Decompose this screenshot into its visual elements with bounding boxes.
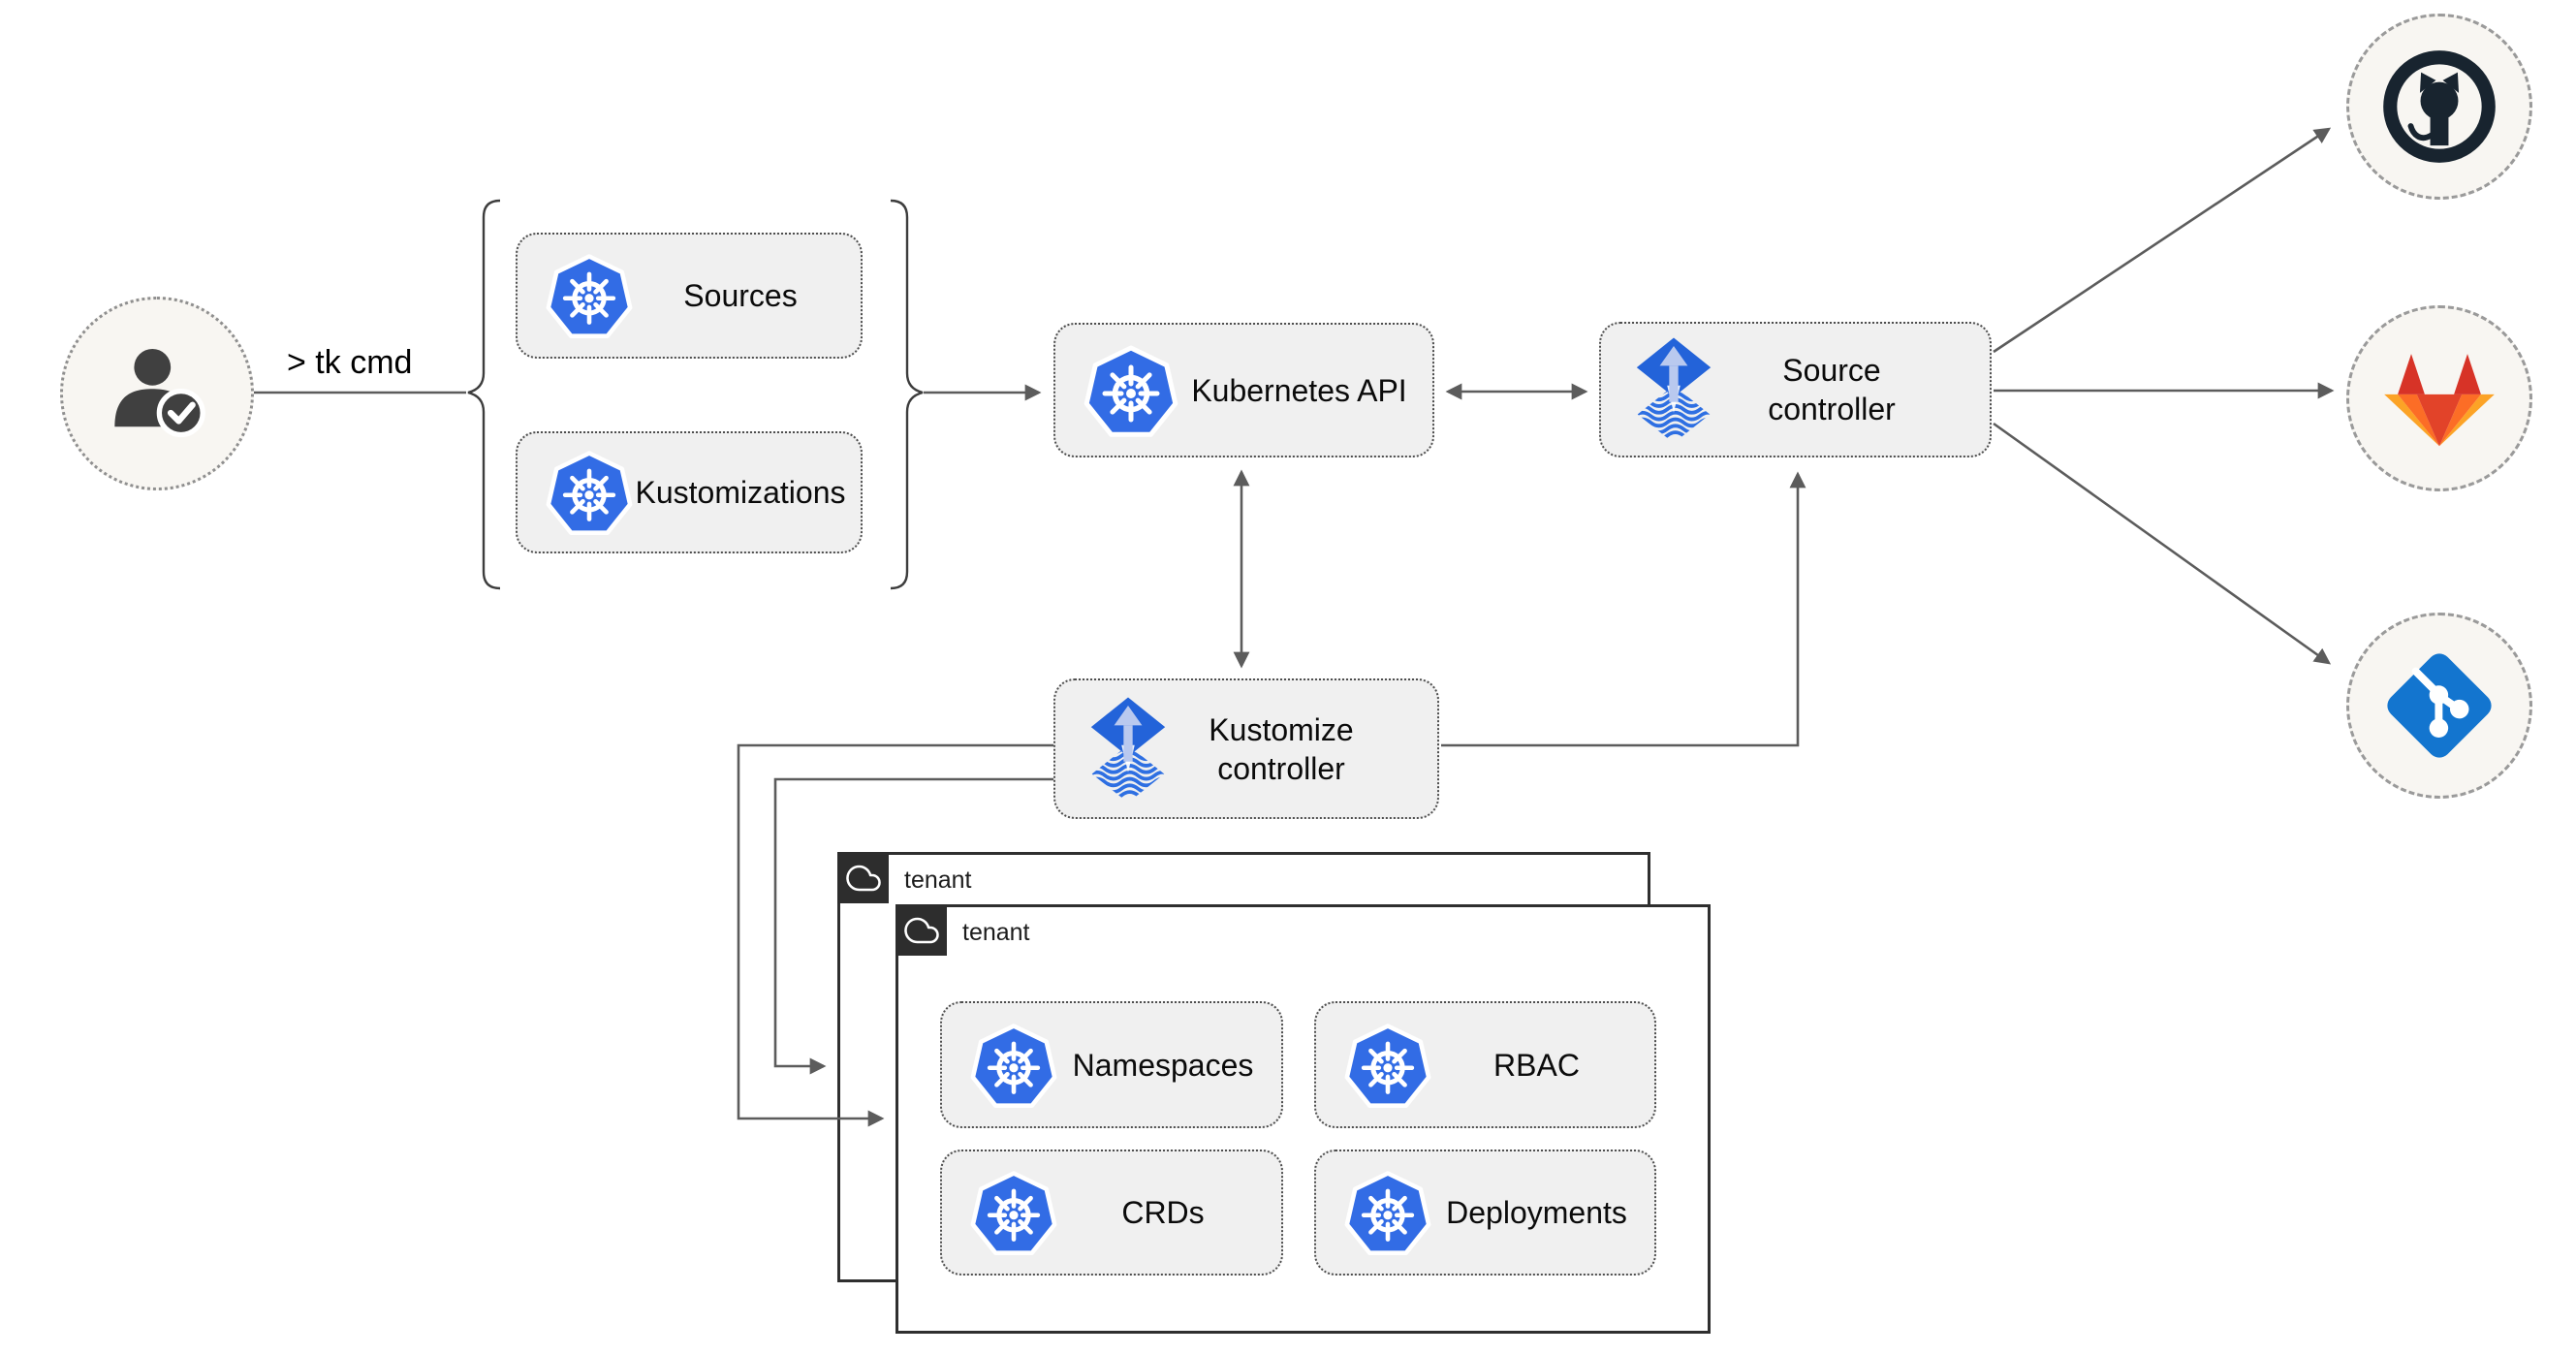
- user-actor-circle: [60, 297, 254, 490]
- tenant-label: tenant: [904, 867, 972, 894]
- kubernetes-icon: [545, 448, 634, 537]
- kubernetes-api-node: Kubernetes API: [1053, 323, 1434, 457]
- kubernetes-icon: [1343, 1021, 1432, 1110]
- namespaces-node: Namespaces: [940, 1001, 1283, 1128]
- tenant-badge: [895, 904, 947, 956]
- deployments-node: Deployments: [1314, 1150, 1656, 1276]
- kubernetes-icon: [545, 251, 634, 340]
- flux-icon: [1632, 335, 1715, 444]
- github-icon: [2382, 49, 2497, 164]
- user-check-icon: [100, 336, 214, 451]
- kustomize-controller-node: Kustomize controller: [1053, 678, 1439, 819]
- git-icon: [2380, 646, 2498, 765]
- kubernetes-icon: [1083, 342, 1179, 439]
- kubernetes-icon: [969, 1168, 1058, 1257]
- github-remote-circle: [2346, 14, 2532, 200]
- crds-label: CRDs: [1121, 1195, 1205, 1230]
- kubernetes-icon: [1343, 1168, 1432, 1257]
- rbac-node: RBAC: [1314, 1001, 1656, 1128]
- namespaces-label: Namespaces: [1072, 1047, 1254, 1083]
- crds-node: CRDs: [940, 1150, 1283, 1276]
- kustomizations-label: Kustomizations: [635, 475, 846, 510]
- kustomizations-node: Kustomizations: [516, 431, 863, 553]
- rbac-label: RBAC: [1493, 1047, 1580, 1083]
- source-controller-label: Source controller: [1768, 353, 1896, 426]
- sources-label: Sources: [683, 278, 798, 313]
- cloud-icon: [846, 861, 881, 896]
- edge-source-github: [1993, 127, 2332, 354]
- sources-node: Sources: [516, 233, 863, 359]
- edge-source-git: [1993, 422, 2332, 665]
- deployments-label: Deployments: [1446, 1195, 1627, 1230]
- kubernetes-icon: [969, 1021, 1058, 1110]
- cloud-icon: [904, 913, 939, 948]
- tenant-badge: [837, 852, 889, 903]
- git-remote-circle: [2346, 613, 2532, 799]
- source-controller-node: Source controller: [1599, 322, 1992, 457]
- kubernetes-api-label: Kubernetes API: [1191, 372, 1407, 408]
- tenant-box-front: tenant Namespaces RBAC CRDs Deployments: [895, 904, 1711, 1334]
- right-bracket: [890, 199, 924, 590]
- tenant-label: tenant: [962, 919, 1030, 946]
- gitlab-remote-circle: [2346, 305, 2532, 491]
- left-bracket: [467, 199, 501, 590]
- flux-icon: [1086, 695, 1170, 804]
- edge-kustomize-source: [1441, 471, 1806, 747]
- gitlab-icon: [2383, 347, 2496, 451]
- kustomize-controller-label: Kustomize controller: [1209, 711, 1354, 786]
- tk-cmd-label: > tk cmd: [287, 344, 413, 381]
